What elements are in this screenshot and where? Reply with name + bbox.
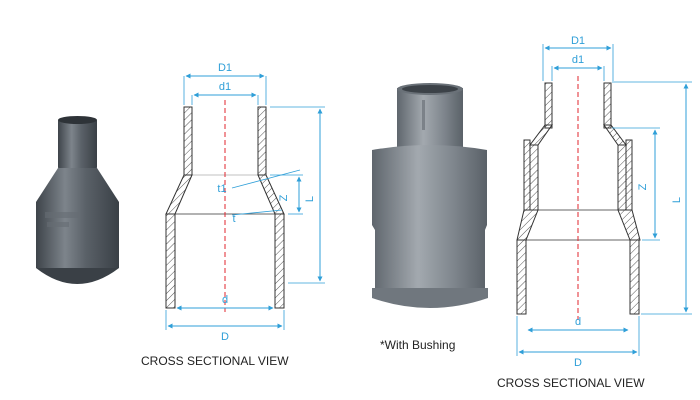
label-outer-top-2: D1: [571, 35, 585, 47]
label-wall-top-1: t1: [217, 183, 226, 195]
label-length-1: L: [304, 196, 316, 202]
label-inner-top-1: d1: [219, 81, 231, 93]
label-outer-top-1: D1: [218, 62, 232, 74]
bushing-cross-section: [516, 44, 692, 356]
label-outer-bottom-1: D: [221, 331, 229, 343]
label-length-2: L: [671, 197, 683, 203]
caption-reducer-cross-section: CROSS SECTIONAL VIEW: [141, 354, 289, 368]
label-wall-bottom-1: t: [232, 213, 235, 225]
reducer-photo: [36, 116, 119, 284]
label-depth-1: Z: [278, 194, 290, 201]
label-outer-bottom-2: D: [574, 357, 582, 369]
caption-bushing-cross-section: CROSS SECTIONAL VIEW: [497, 376, 645, 390]
label-depth-2: Z: [637, 183, 649, 190]
caption-with-bushing: *With Bushing: [380, 338, 456, 352]
label-inner-bottom-2: d: [575, 316, 581, 328]
reducer-cross-section: [165, 73, 325, 330]
label-inner-top-2: d1: [572, 54, 584, 66]
bushing-photo: [372, 83, 488, 308]
label-inner-bottom-1: d: [222, 294, 228, 306]
